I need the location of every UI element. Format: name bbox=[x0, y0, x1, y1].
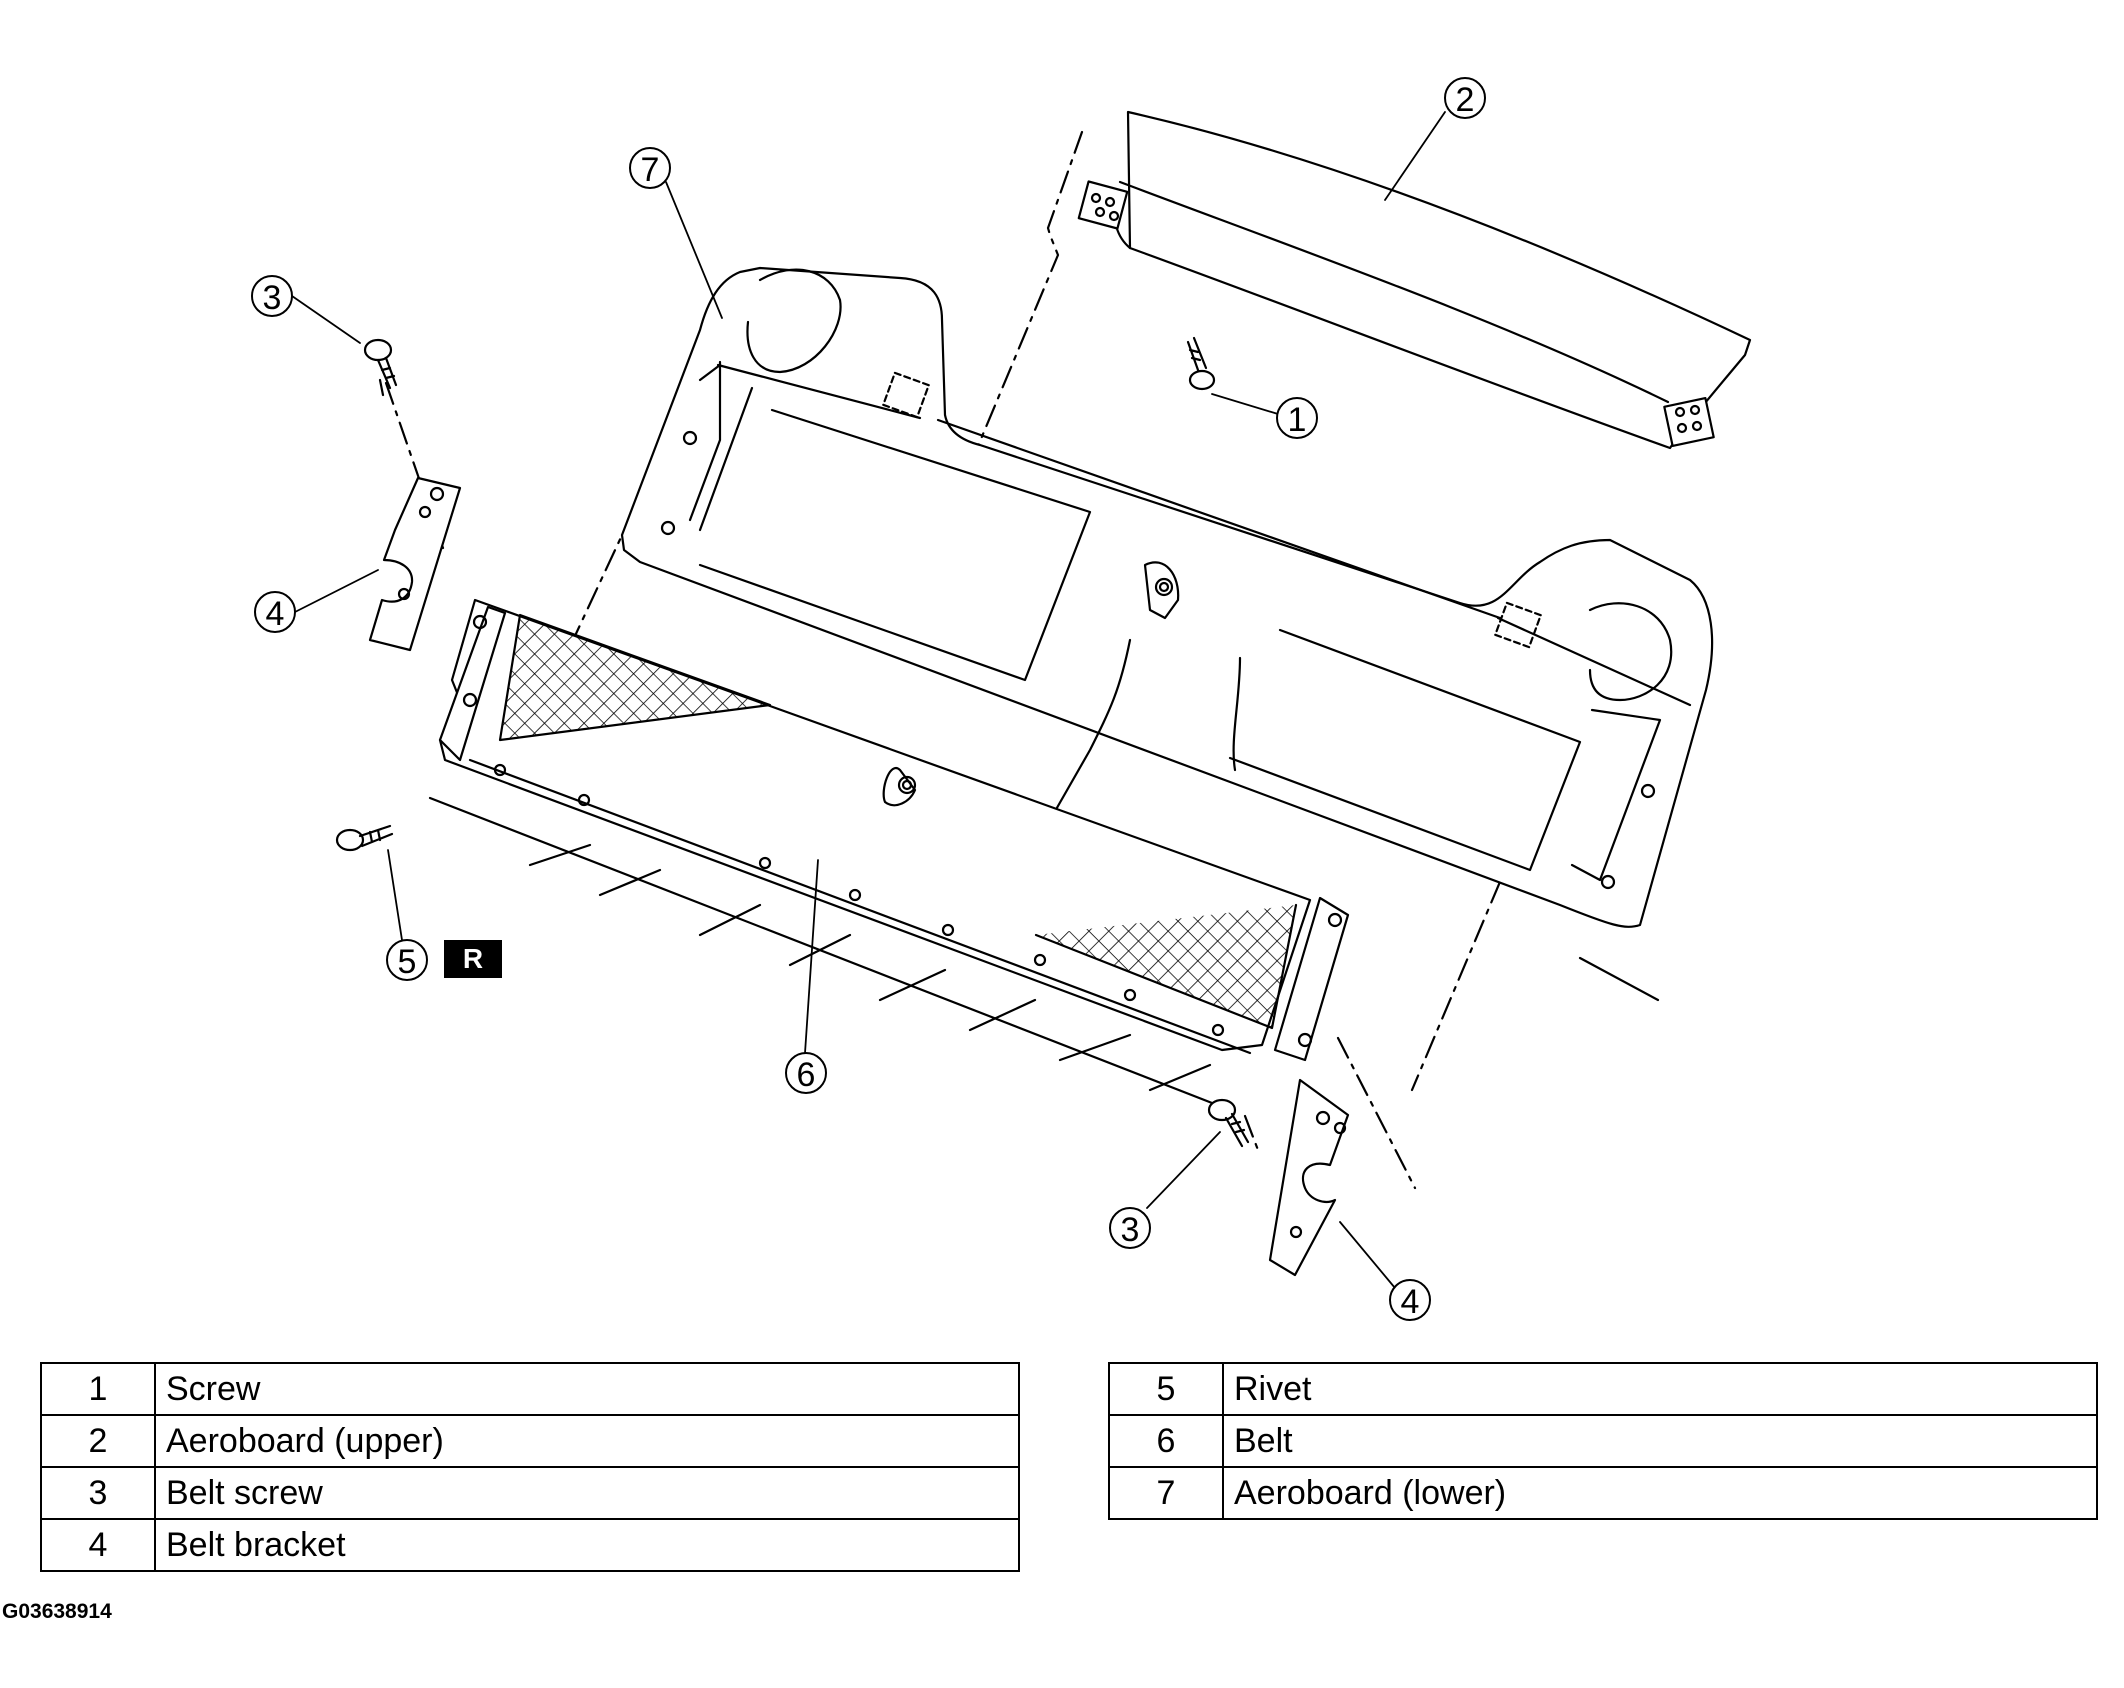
callout-label: 5 bbox=[398, 943, 417, 981]
legend-name: Belt bbox=[1222, 1414, 2098, 1468]
aeroboard-upper bbox=[1077, 110, 1752, 450]
legend-row: 1 Screw bbox=[40, 1362, 1020, 1416]
legend-number: 1 bbox=[40, 1362, 156, 1416]
callout-label: 3 bbox=[263, 279, 282, 317]
callout-label: 6 bbox=[797, 1056, 816, 1094]
callout-5 bbox=[386, 939, 428, 981]
rivet bbox=[335, 824, 394, 852]
hinge-left-upper bbox=[1077, 180, 1129, 230]
legend-name: Screw bbox=[154, 1362, 1020, 1416]
legend-name: Aeroboard (upper) bbox=[154, 1414, 1020, 1468]
legend-table-right: 5 Rivet 6 Belt 7 Aeroboard (lower) bbox=[1108, 1362, 2098, 1520]
figure-code: G03638914 bbox=[2, 1600, 112, 1623]
callout-1 bbox=[1276, 397, 1318, 439]
legend-row: 3 Belt screw bbox=[40, 1466, 1020, 1520]
legend-number: 6 bbox=[1108, 1414, 1224, 1468]
hinge-left-lower bbox=[882, 371, 930, 419]
callout-label: 1 bbox=[1288, 401, 1307, 439]
belt-screw-right bbox=[1207, 1098, 1250, 1148]
callout-7 bbox=[629, 147, 671, 189]
callout-label: 4 bbox=[266, 595, 285, 633]
callout-2 bbox=[1444, 77, 1486, 119]
belt-bracket-left bbox=[368, 476, 462, 652]
callout-label: 4 bbox=[1401, 1283, 1420, 1321]
callout-3-lower bbox=[1109, 1207, 1151, 1249]
hinge-right-lower bbox=[1494, 601, 1542, 649]
leader-lines bbox=[291, 111, 1446, 1289]
callout-3-upper bbox=[251, 275, 293, 317]
callout-label: 7 bbox=[641, 151, 660, 189]
legend-name: Aeroboard (lower) bbox=[1222, 1466, 2098, 1520]
belt bbox=[428, 598, 1350, 1112]
callout-6 bbox=[785, 1052, 827, 1094]
callout-label: 2 bbox=[1456, 81, 1475, 119]
belt-screw-left bbox=[363, 338, 398, 390]
legend-name: Belt bracket bbox=[154, 1518, 1020, 1572]
legend-row: 7 Aeroboard (lower) bbox=[1108, 1466, 2098, 1520]
legend-table-left: 1 Screw 2 Aeroboard (upper) 3 Belt screw… bbox=[40, 1362, 1020, 1572]
legend-number: 7 bbox=[1108, 1466, 1224, 1520]
position-badge: R bbox=[444, 940, 502, 978]
legend-row: 2 Aeroboard (upper) bbox=[40, 1414, 1020, 1468]
hinge-right-upper bbox=[1663, 396, 1715, 448]
callout-label: 3 bbox=[1121, 1211, 1140, 1249]
callouts bbox=[251, 77, 1486, 1321]
aeroboard-lower bbox=[620, 266, 1714, 1002]
legend-row: 4 Belt bracket bbox=[40, 1518, 1020, 1572]
callout-4-upper bbox=[254, 591, 296, 633]
legend-number: 2 bbox=[40, 1414, 156, 1468]
legend-row: 6 Belt bbox=[1108, 1414, 2098, 1468]
screw-1 bbox=[1186, 336, 1216, 391]
exploded-view-diagram: 1 2 7 3 4 5 6 3 4 bbox=[251, 77, 1752, 1321]
callout-4-lower bbox=[1389, 1279, 1431, 1321]
legend-name: Belt screw bbox=[154, 1466, 1020, 1520]
belt-bracket-right bbox=[1268, 1078, 1350, 1277]
legend-number: 4 bbox=[40, 1518, 156, 1572]
legend-name: Rivet bbox=[1222, 1362, 2098, 1416]
legend-row: 5 Rivet bbox=[1108, 1362, 2098, 1416]
legend-number: 5 bbox=[1108, 1362, 1224, 1416]
legend-number: 3 bbox=[40, 1466, 156, 1520]
